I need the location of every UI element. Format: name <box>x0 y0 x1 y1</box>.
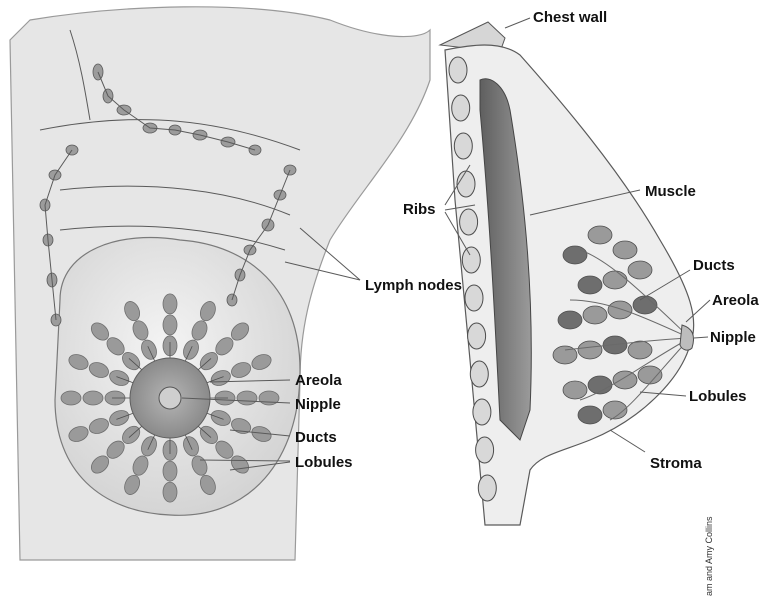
rib <box>473 399 491 425</box>
lobule <box>578 341 602 359</box>
lobule <box>83 391 103 405</box>
label-ducts-side: Ducts <box>693 257 735 274</box>
lobule <box>578 276 602 294</box>
side-view <box>440 22 694 525</box>
label-areola-front: Areola <box>295 372 342 389</box>
lobule <box>563 381 587 399</box>
label-ducts-front: Ducts <box>295 429 337 446</box>
lobule <box>638 366 662 384</box>
lobule <box>163 461 177 481</box>
lobule <box>628 261 652 279</box>
label-nipple-side: Nipple <box>710 329 756 346</box>
lobule <box>563 246 587 264</box>
label-muscle: Muscle <box>645 183 696 200</box>
label-nipple-front: Nipple <box>295 396 341 413</box>
rib <box>468 323 486 349</box>
label-areola-side: Areola <box>712 292 759 309</box>
lobule <box>163 294 177 314</box>
lobule <box>163 482 177 502</box>
image-credit: am and Amy Collins <box>704 516 714 596</box>
rib <box>449 57 467 83</box>
lobule <box>588 226 612 244</box>
label-lobules-front: Lobules <box>295 454 353 471</box>
rib <box>478 475 496 501</box>
rib <box>462 247 480 273</box>
lobule <box>613 371 637 389</box>
lobule <box>603 271 627 289</box>
label-lobules-side: Lobules <box>689 388 747 405</box>
rib <box>460 209 478 235</box>
lobule <box>259 391 279 405</box>
lobule <box>583 306 607 324</box>
lobule <box>613 241 637 259</box>
lobule <box>163 315 177 335</box>
lobule <box>578 406 602 424</box>
label-lymph-nodes: Lymph nodes <box>365 277 462 294</box>
rib <box>476 437 494 463</box>
lobule <box>237 391 257 405</box>
lobule <box>61 391 81 405</box>
lobule <box>558 311 582 329</box>
lobule <box>628 341 652 359</box>
rib <box>454 133 472 159</box>
nipple-front <box>159 387 181 409</box>
rib <box>465 285 483 311</box>
lobule <box>633 296 657 314</box>
rib <box>457 171 475 197</box>
label-chest-wall: Chest wall <box>533 9 607 26</box>
label-ribs: Ribs <box>403 201 436 218</box>
rib <box>470 361 488 387</box>
label-stroma: Stroma <box>650 455 702 472</box>
rib <box>452 95 470 121</box>
lobule <box>608 301 632 319</box>
